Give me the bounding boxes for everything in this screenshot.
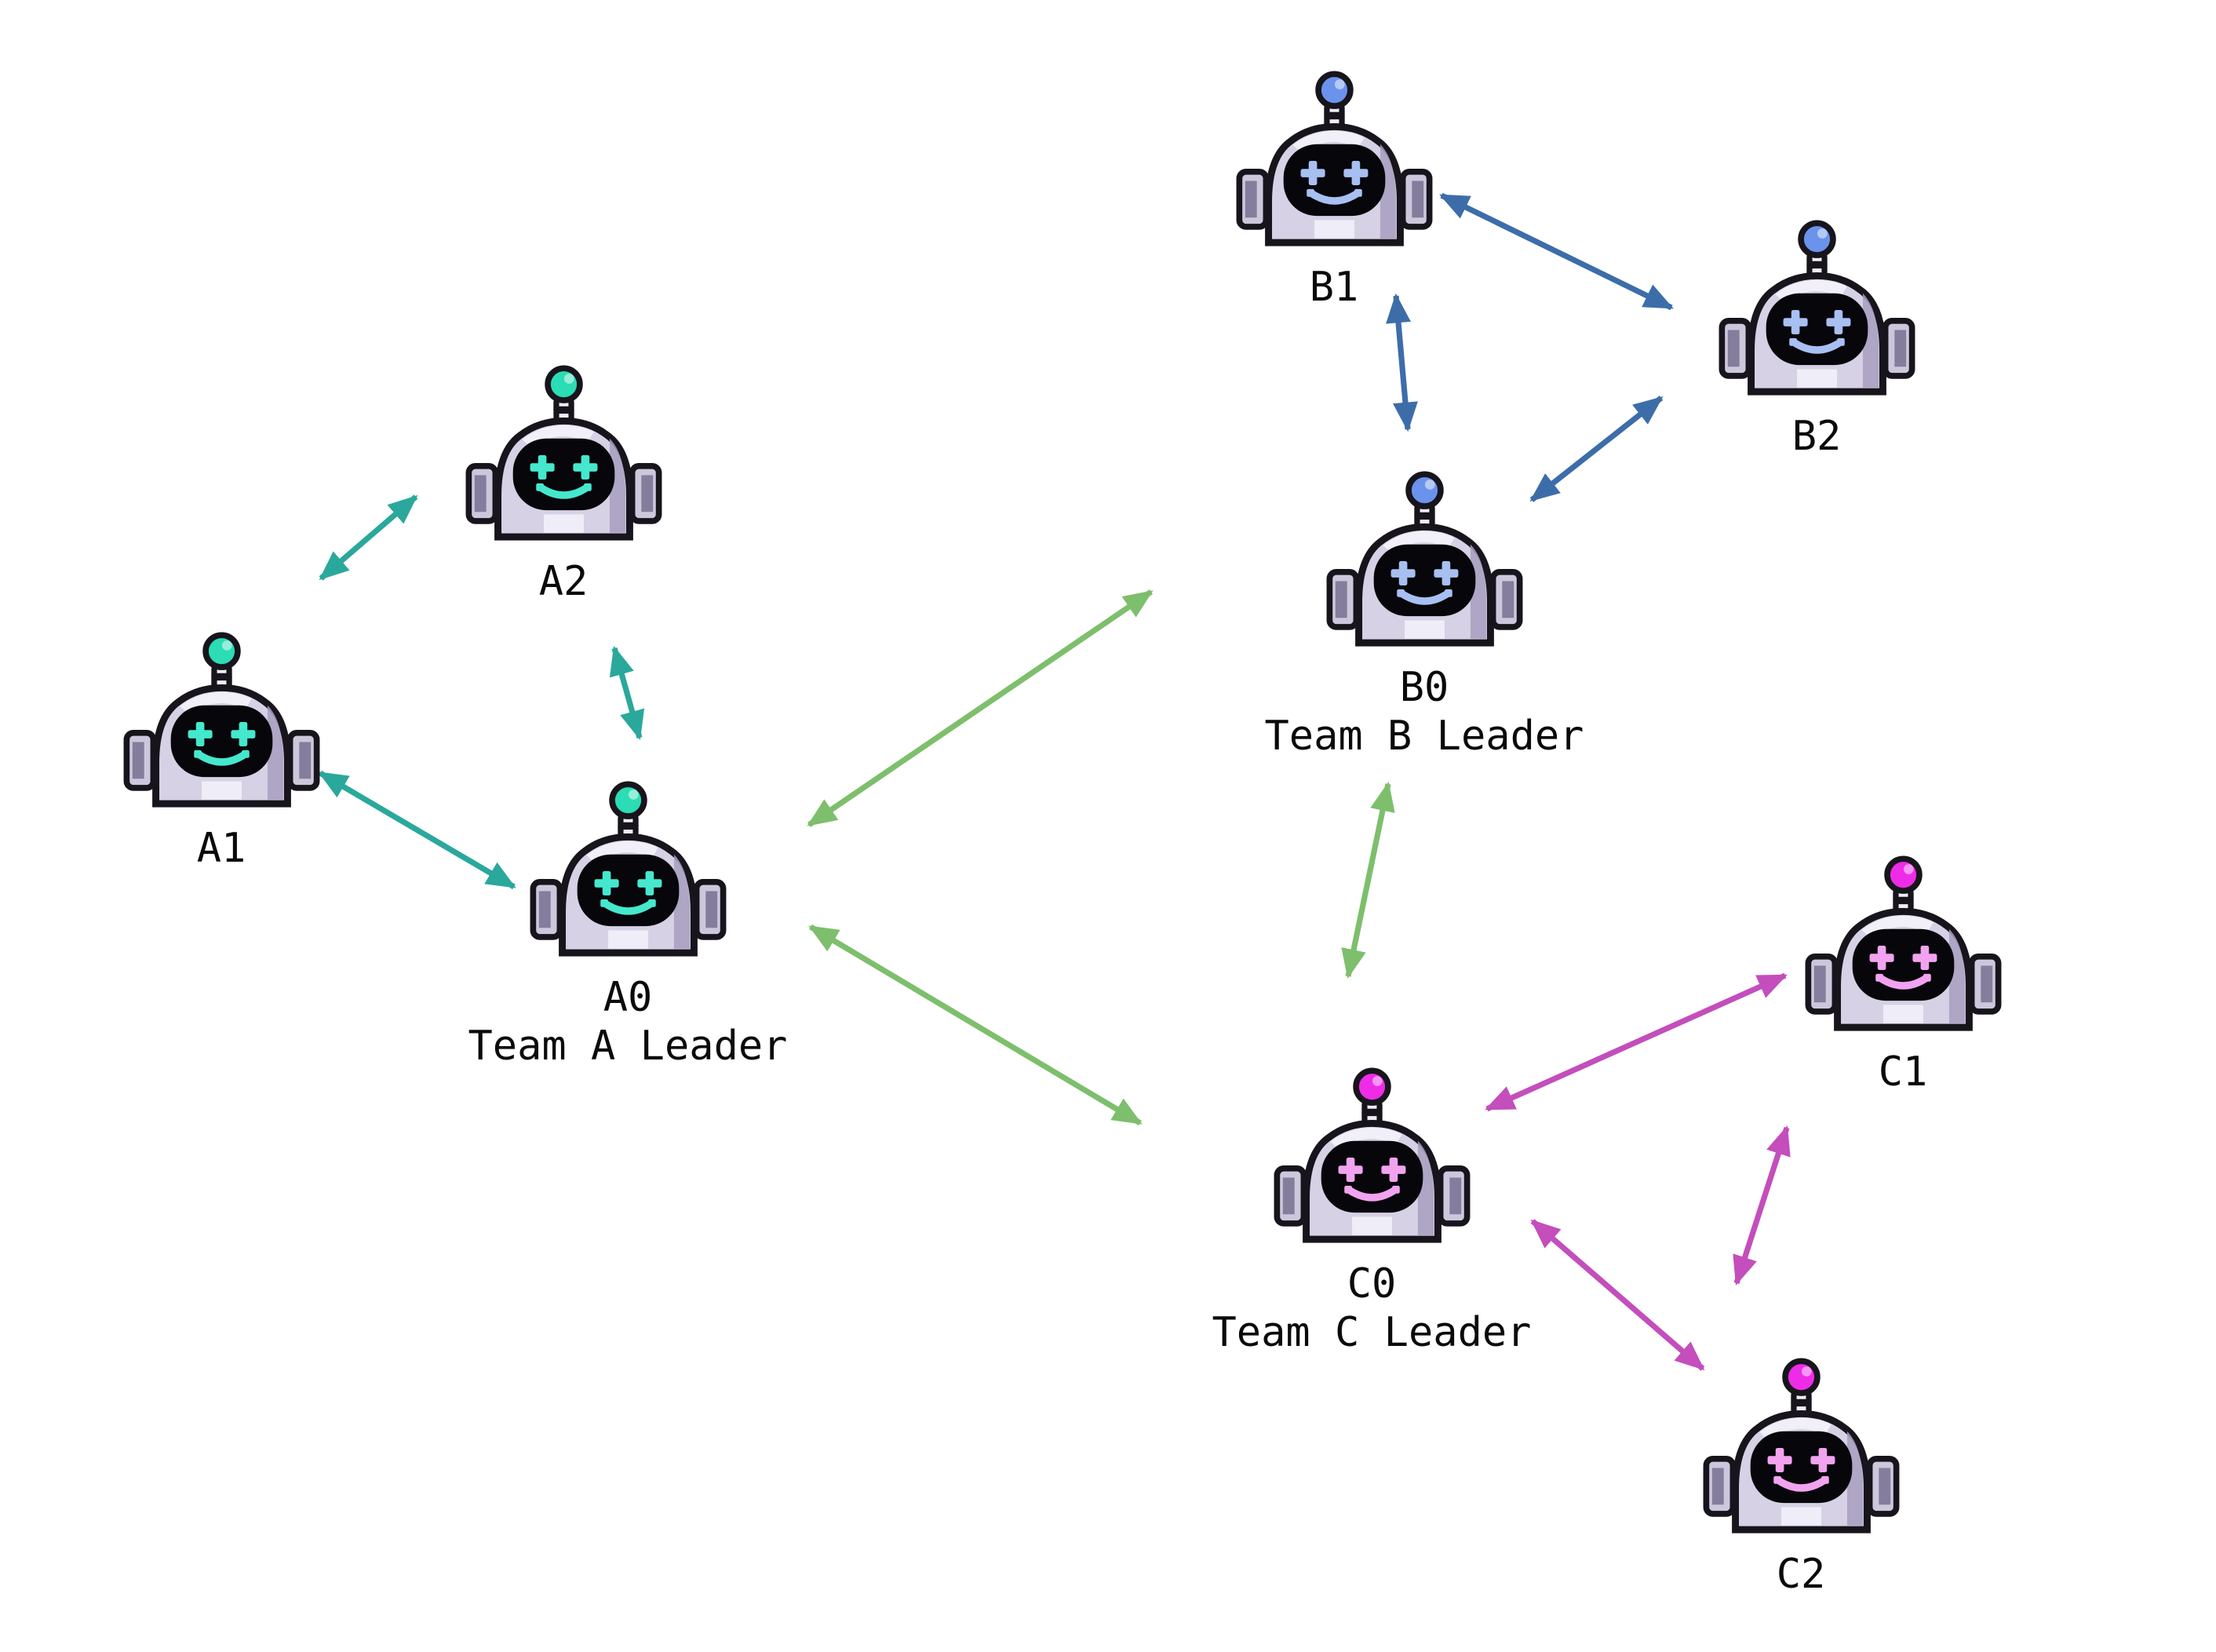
robot-icon <box>123 632 319 808</box>
antenna-ball <box>1352 1067 1391 1106</box>
connection-A2-A0 <box>609 645 645 741</box>
connection-B1-B0 <box>1386 293 1418 432</box>
connection-C0-C2 <box>1530 1219 1705 1371</box>
robot-smile <box>1790 338 1843 354</box>
robot-icon <box>1236 71 1432 246</box>
robot-smile <box>1307 189 1361 205</box>
antenna-ball <box>1797 220 1836 258</box>
robot-face <box>1373 544 1475 617</box>
agent-label: A1 <box>196 825 246 872</box>
antenna-ball <box>202 632 241 670</box>
robot-smile <box>195 750 248 766</box>
robot-icon <box>1274 1067 1470 1243</box>
antenna-ball <box>1314 71 1354 109</box>
robot-face <box>1852 928 1954 1001</box>
antenna-ball <box>1883 855 1923 894</box>
robot-smile <box>1398 589 1451 605</box>
robot-face <box>512 438 614 511</box>
robot-face <box>577 854 679 927</box>
robot-icon <box>1326 471 1522 647</box>
agent-label: A2 <box>538 558 589 605</box>
robot-face <box>1283 144 1385 217</box>
agent-label: C2 <box>1776 1551 1826 1598</box>
agent-label: C1 <box>1878 1048 1928 1096</box>
connection-B0-C0 <box>1341 781 1395 979</box>
agent-label: A0 <box>603 974 653 1021</box>
robot-smile <box>1774 1476 1828 1492</box>
antenna-ball <box>544 365 583 403</box>
connection-A0-B0 <box>807 589 1154 827</box>
robot-face <box>1750 1431 1852 1504</box>
connection-A1-A0 <box>318 770 516 890</box>
robot-face <box>170 705 272 778</box>
robot-smile <box>1345 1186 1398 1202</box>
agent-role-label: Team B Leader <box>1264 713 1584 760</box>
connection-A0-C0 <box>808 924 1143 1126</box>
agent-label: B0 <box>1399 664 1449 711</box>
connection-B2-B0 <box>1529 396 1664 502</box>
robot-smile <box>1876 974 1930 990</box>
connection-B1-B2 <box>1439 192 1674 311</box>
connection-C0-C1 <box>1485 972 1788 1112</box>
antenna-ball <box>1405 471 1444 509</box>
antenna-ball <box>608 781 647 819</box>
antenna-ball <box>1781 1358 1821 1396</box>
agent-label: B2 <box>1791 413 1842 460</box>
robot-icon <box>1805 855 2001 1031</box>
agent-label: C0 <box>1347 1260 1397 1307</box>
robot-face <box>1766 293 1868 366</box>
robot-icon <box>1718 220 1915 396</box>
robot-smile <box>537 483 590 499</box>
agent-role-label: Team A Leader <box>468 1023 788 1070</box>
robot-smile <box>601 899 654 915</box>
robot-face <box>1321 1140 1423 1213</box>
robot-icon <box>1703 1358 1899 1533</box>
connection-A1-A2 <box>319 494 418 581</box>
agent-label: B1 <box>1309 264 1359 311</box>
robot-icon <box>465 365 662 541</box>
robot-icon <box>530 781 726 957</box>
connection-C1-C2 <box>1733 1125 1791 1286</box>
agent-role-label: Team C Leader <box>1212 1309 1532 1356</box>
